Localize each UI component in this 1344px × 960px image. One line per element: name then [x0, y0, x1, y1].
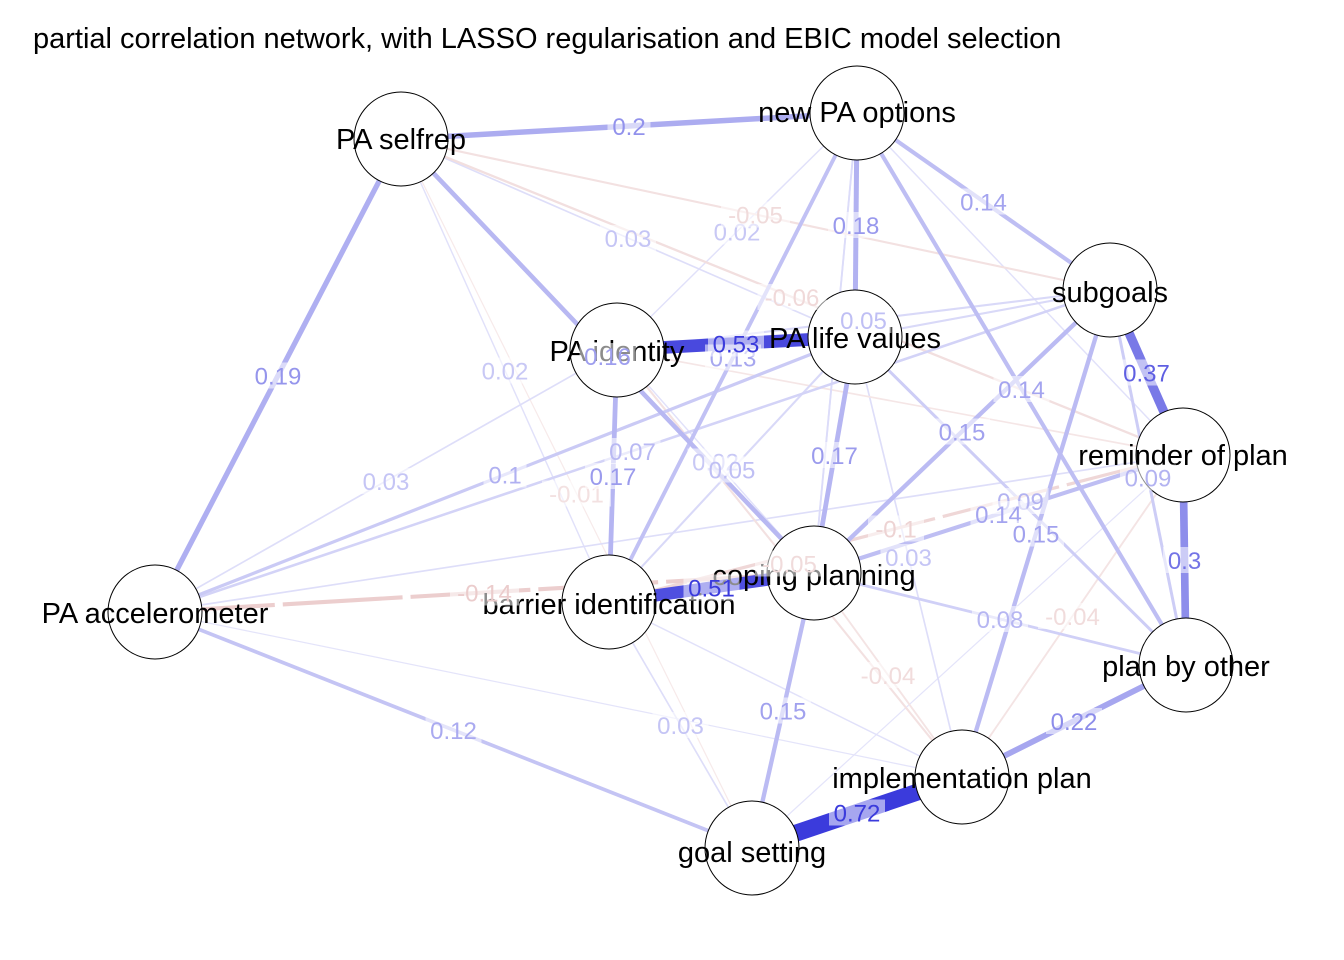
node-label-new-pa-options: new PA options [758, 97, 956, 129]
edge-label-bg [1118, 359, 1175, 386]
node-label-implementation-plan: implementation plan [832, 763, 1092, 795]
diagram-title: partial correlation network, with LASSO … [33, 23, 1061, 55]
edge-barrier_identification-implementation_plan [608, 601, 963, 778]
edge-label-bg [853, 662, 923, 688]
node-barrier-identification[interactable] [561, 554, 657, 650]
node-goal-setting[interactable] [704, 800, 800, 896]
edge-label-bg [721, 201, 790, 228]
edge-label: -0.14 [457, 581, 512, 608]
edge-label: 0.2 [612, 114, 645, 141]
edge-label-bg [704, 456, 760, 483]
edge-label: 0.16 [584, 344, 631, 371]
edge-label-bg [955, 188, 1012, 215]
node-label-goal-setting: goal setting [678, 837, 826, 869]
edge-label-bg [450, 579, 519, 606]
edge-label: 0.72 [834, 801, 881, 828]
edge-label: 0.15 [1013, 522, 1060, 549]
edge-label: 0.03 [363, 469, 410, 496]
edge-label: 0.07 [609, 439, 656, 466]
edge-label: 0.17 [590, 464, 637, 491]
edge-label-bg [604, 438, 661, 464]
node-plan-by-other[interactable] [1138, 617, 1234, 713]
edge-label-bg [880, 544, 937, 570]
edge-label: 0.03 [657, 713, 704, 740]
edge-label-bg [1163, 547, 1206, 573]
edge-label: -0.1 [875, 517, 916, 544]
edge-label: 0.3 [1168, 548, 1201, 575]
edge-label: 0.03 [885, 545, 932, 572]
edge-label: -0.04 [861, 663, 916, 690]
edge-label: 0.12 [430, 718, 477, 745]
edge-label-bg [757, 284, 827, 310]
edge-label: 0.22 [1051, 709, 1098, 736]
edge-label-bg [358, 468, 414, 494]
edge-label: -0.05 [728, 203, 783, 230]
node-label-pa-accelerometer: PA accelerometer [42, 598, 269, 630]
edge-label-bg [755, 550, 824, 577]
node-pa-accelerometer[interactable] [107, 564, 203, 660]
edge-label: 0.14 [960, 190, 1007, 217]
edge-label: 0.05 [709, 458, 756, 485]
edge-label-bg [477, 357, 533, 384]
edge-label-bg [993, 376, 1050, 402]
edge-label-bg [868, 515, 924, 542]
edge-label-bg [585, 463, 641, 489]
edge-label: -0.06 [765, 285, 820, 312]
edge-pa_accelerometer-reminder_of_plan [154, 454, 1184, 613]
edge-label: 0.53 [713, 332, 760, 359]
edge-label-bg [828, 212, 884, 238]
edge-label-bg [934, 418, 990, 445]
edge-label: 0.08 [977, 607, 1024, 634]
edge-label: -0.05 [762, 552, 817, 579]
edge-label-bg [1046, 708, 1102, 734]
edge-label-bg [579, 343, 636, 369]
edge-label: 0.15 [760, 699, 807, 726]
edge-label-bg [1008, 520, 1064, 547]
edge-label: 0.09 [1125, 466, 1172, 493]
node-pa-selfrep[interactable] [353, 91, 449, 187]
edge-label: -0.04 [1045, 604, 1100, 631]
edge-label: 0.18 [833, 213, 880, 240]
edge-label-bg [483, 461, 527, 488]
edge-label-bg [972, 606, 1028, 632]
edge-pa_accelerometer-implementation_plan [154, 611, 963, 778]
node-label-subgoals: subgoals [1052, 277, 1168, 309]
edge-label: 0.02 [482, 359, 529, 386]
edge-label-bg [835, 307, 892, 333]
edge-label: 0.37 [1123, 361, 1170, 388]
edge-label-bg [425, 717, 482, 743]
node-label-plan-by-other: plan by other [1102, 651, 1270, 683]
edge-label: 0.19 [255, 364, 302, 391]
edge-label: 0.15 [939, 420, 986, 447]
edge-label-bg [755, 697, 811, 724]
edge-label-bg [1120, 464, 1176, 491]
edge-label: 0.05 [840, 308, 887, 335]
node-label-reminder-of-plan: reminder of plan [1078, 440, 1288, 472]
edge-label: 0.51 [688, 576, 735, 603]
edge-new_pa_options-reminder_of_plan [856, 112, 1184, 456]
edge-label-bg [806, 442, 863, 468]
node-implementation-plan[interactable] [914, 729, 1010, 825]
edge-reminder_of_plan-goal_setting [751, 454, 1184, 849]
edge-label-bg [829, 799, 885, 826]
edge-label-bg [250, 362, 306, 389]
edge-labels-layer: -0.010.020.020.020.030.030.030.03-0.04-0… [250, 113, 1206, 828]
node-new-pa-options[interactable] [809, 65, 905, 161]
edge-label: 0.17 [811, 443, 858, 470]
edge-label-bg [1038, 603, 1107, 629]
edge-label: 0.03 [605, 226, 652, 253]
edge-label-bg [683, 574, 740, 601]
edge-label-bg [708, 330, 764, 357]
edge-label-bg [607, 113, 651, 139]
node-label-pa-selfrep: PA selfrep [336, 124, 466, 156]
edge-label-bg [600, 225, 656, 251]
edge-label: 0.1 [488, 463, 521, 490]
edge-label: 0.14 [998, 377, 1045, 404]
node-subgoals[interactable] [1062, 242, 1158, 338]
edge-label-bg [652, 712, 709, 738]
